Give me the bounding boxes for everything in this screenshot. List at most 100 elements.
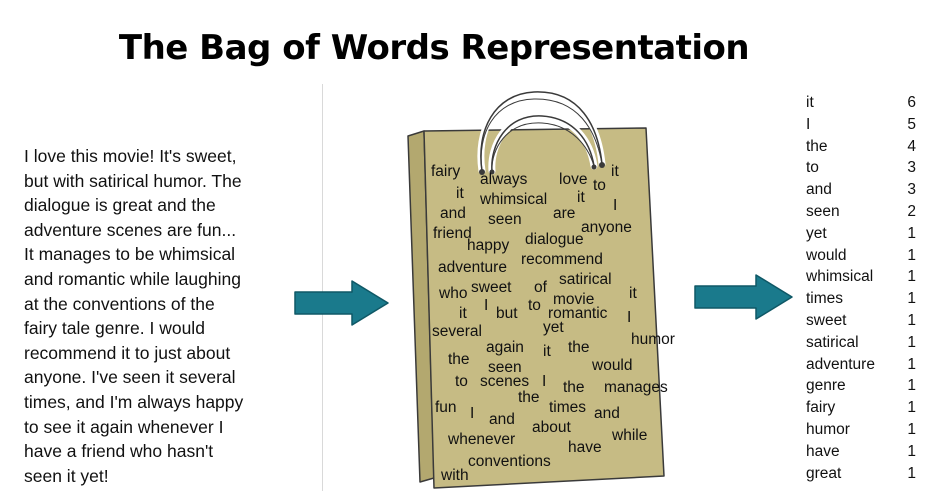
divider <box>322 84 323 491</box>
count-value: 5 <box>907 115 916 133</box>
page-title: The Bag of Words Representation <box>118 28 750 68</box>
review-line: dialogue is great and the <box>24 195 216 216</box>
count-value: 6 <box>907 94 916 111</box>
bag-word: scenes <box>480 373 530 390</box>
count-value: 1 <box>907 420 916 438</box>
bag-word: manages <box>604 379 668 396</box>
bag-word: it <box>629 285 637 302</box>
bag-word: the <box>568 339 590 356</box>
count-value: 1 <box>907 333 916 351</box>
count-word: yet <box>806 224 827 242</box>
bag-word: whenever <box>448 431 516 448</box>
count-value: 1 <box>907 290 916 308</box>
count-word: seen <box>806 202 840 220</box>
count-row: great 1 <box>806 465 916 487</box>
bag-word: times <box>549 399 587 416</box>
bag-word: fairy <box>431 163 461 180</box>
review-line: fairy tale genre. I would <box>24 318 205 339</box>
bag-word: I <box>613 197 618 214</box>
bag-word: sweet <box>471 279 512 296</box>
bag-word: but <box>496 305 518 322</box>
review-line: adventure scenes are fun... <box>24 219 237 240</box>
count-value: 1 <box>907 464 916 482</box>
bag-word: seen <box>488 211 522 228</box>
bag-word: love <box>559 171 588 188</box>
bag-word: romantic <box>548 305 608 322</box>
bag-word: seen <box>488 359 522 376</box>
review-line: anyone. I've seen it several <box>24 367 236 388</box>
review-line: at the conventions of the <box>24 293 215 314</box>
count-word: great <box>806 464 842 482</box>
bag-word: to <box>593 177 606 194</box>
bag-word: happy <box>467 237 510 254</box>
bag-word: with <box>441 467 469 484</box>
bag-word: it <box>577 189 585 206</box>
count-value: 1 <box>907 377 916 395</box>
review-line: recommend it to just about <box>24 342 231 363</box>
bag-word: satirical <box>559 271 612 288</box>
bag-word: again <box>486 339 524 356</box>
count-word: whimsical <box>806 268 874 286</box>
count-value: 3 <box>907 159 916 177</box>
bag-word: it <box>611 163 619 180</box>
bag-word: it <box>456 185 464 202</box>
bag-word: it <box>459 305 467 322</box>
bag-word: I <box>627 309 632 326</box>
bag-word: friend <box>433 225 472 242</box>
bag-word: and <box>489 411 515 428</box>
review-line: It manages to be whimsical <box>24 244 236 265</box>
bag-word: and <box>440 205 466 222</box>
bag-word: dialogue <box>525 231 584 248</box>
count-word: it <box>806 94 814 111</box>
bag-word: of <box>534 279 547 296</box>
review-line: seen it yet! <box>24 465 109 486</box>
count-word: humor <box>806 420 850 438</box>
bag-word: I <box>542 373 547 390</box>
count-row: adventure 1 <box>806 356 916 378</box>
bag-word: the <box>518 389 540 406</box>
review-line: to see it again whenever I <box>24 416 224 437</box>
review-line: I love this movie! It's sweet, <box>24 146 237 166</box>
count-word: fairy <box>806 399 836 417</box>
bag-word: always <box>480 171 528 188</box>
review-line: have a friend who hasn't <box>24 441 214 462</box>
count-row: it 6 <box>806 94 916 116</box>
count-value: 1 <box>907 442 916 460</box>
bag-word: yet <box>543 319 564 336</box>
count-value: 1 <box>907 355 916 373</box>
bag-word: I <box>484 297 489 314</box>
count-row: humor 1 <box>806 421 916 443</box>
bag-word: fun <box>435 399 457 416</box>
count-word: would <box>806 246 847 264</box>
bag-word: recommend <box>521 251 603 268</box>
count-value: 1 <box>907 399 916 417</box>
bag-word: have <box>568 439 602 456</box>
count-word: I <box>806 115 811 133</box>
bag-word: humor <box>631 331 675 348</box>
bag-word: I <box>470 405 475 422</box>
bag-word: the <box>563 379 585 396</box>
bag-word: it <box>543 343 551 360</box>
bag-word: and <box>594 405 620 422</box>
bag-word: to <box>455 373 468 390</box>
count-word: to <box>806 159 819 177</box>
bag-word: several <box>432 323 482 340</box>
bag-word: while <box>612 427 648 444</box>
count-word: adventure <box>806 355 875 373</box>
bag-word: movie <box>553 291 595 308</box>
count-value: 1 <box>907 311 916 329</box>
bag-word: would <box>592 357 633 374</box>
review-line: but with satirical humor. The <box>24 170 242 191</box>
